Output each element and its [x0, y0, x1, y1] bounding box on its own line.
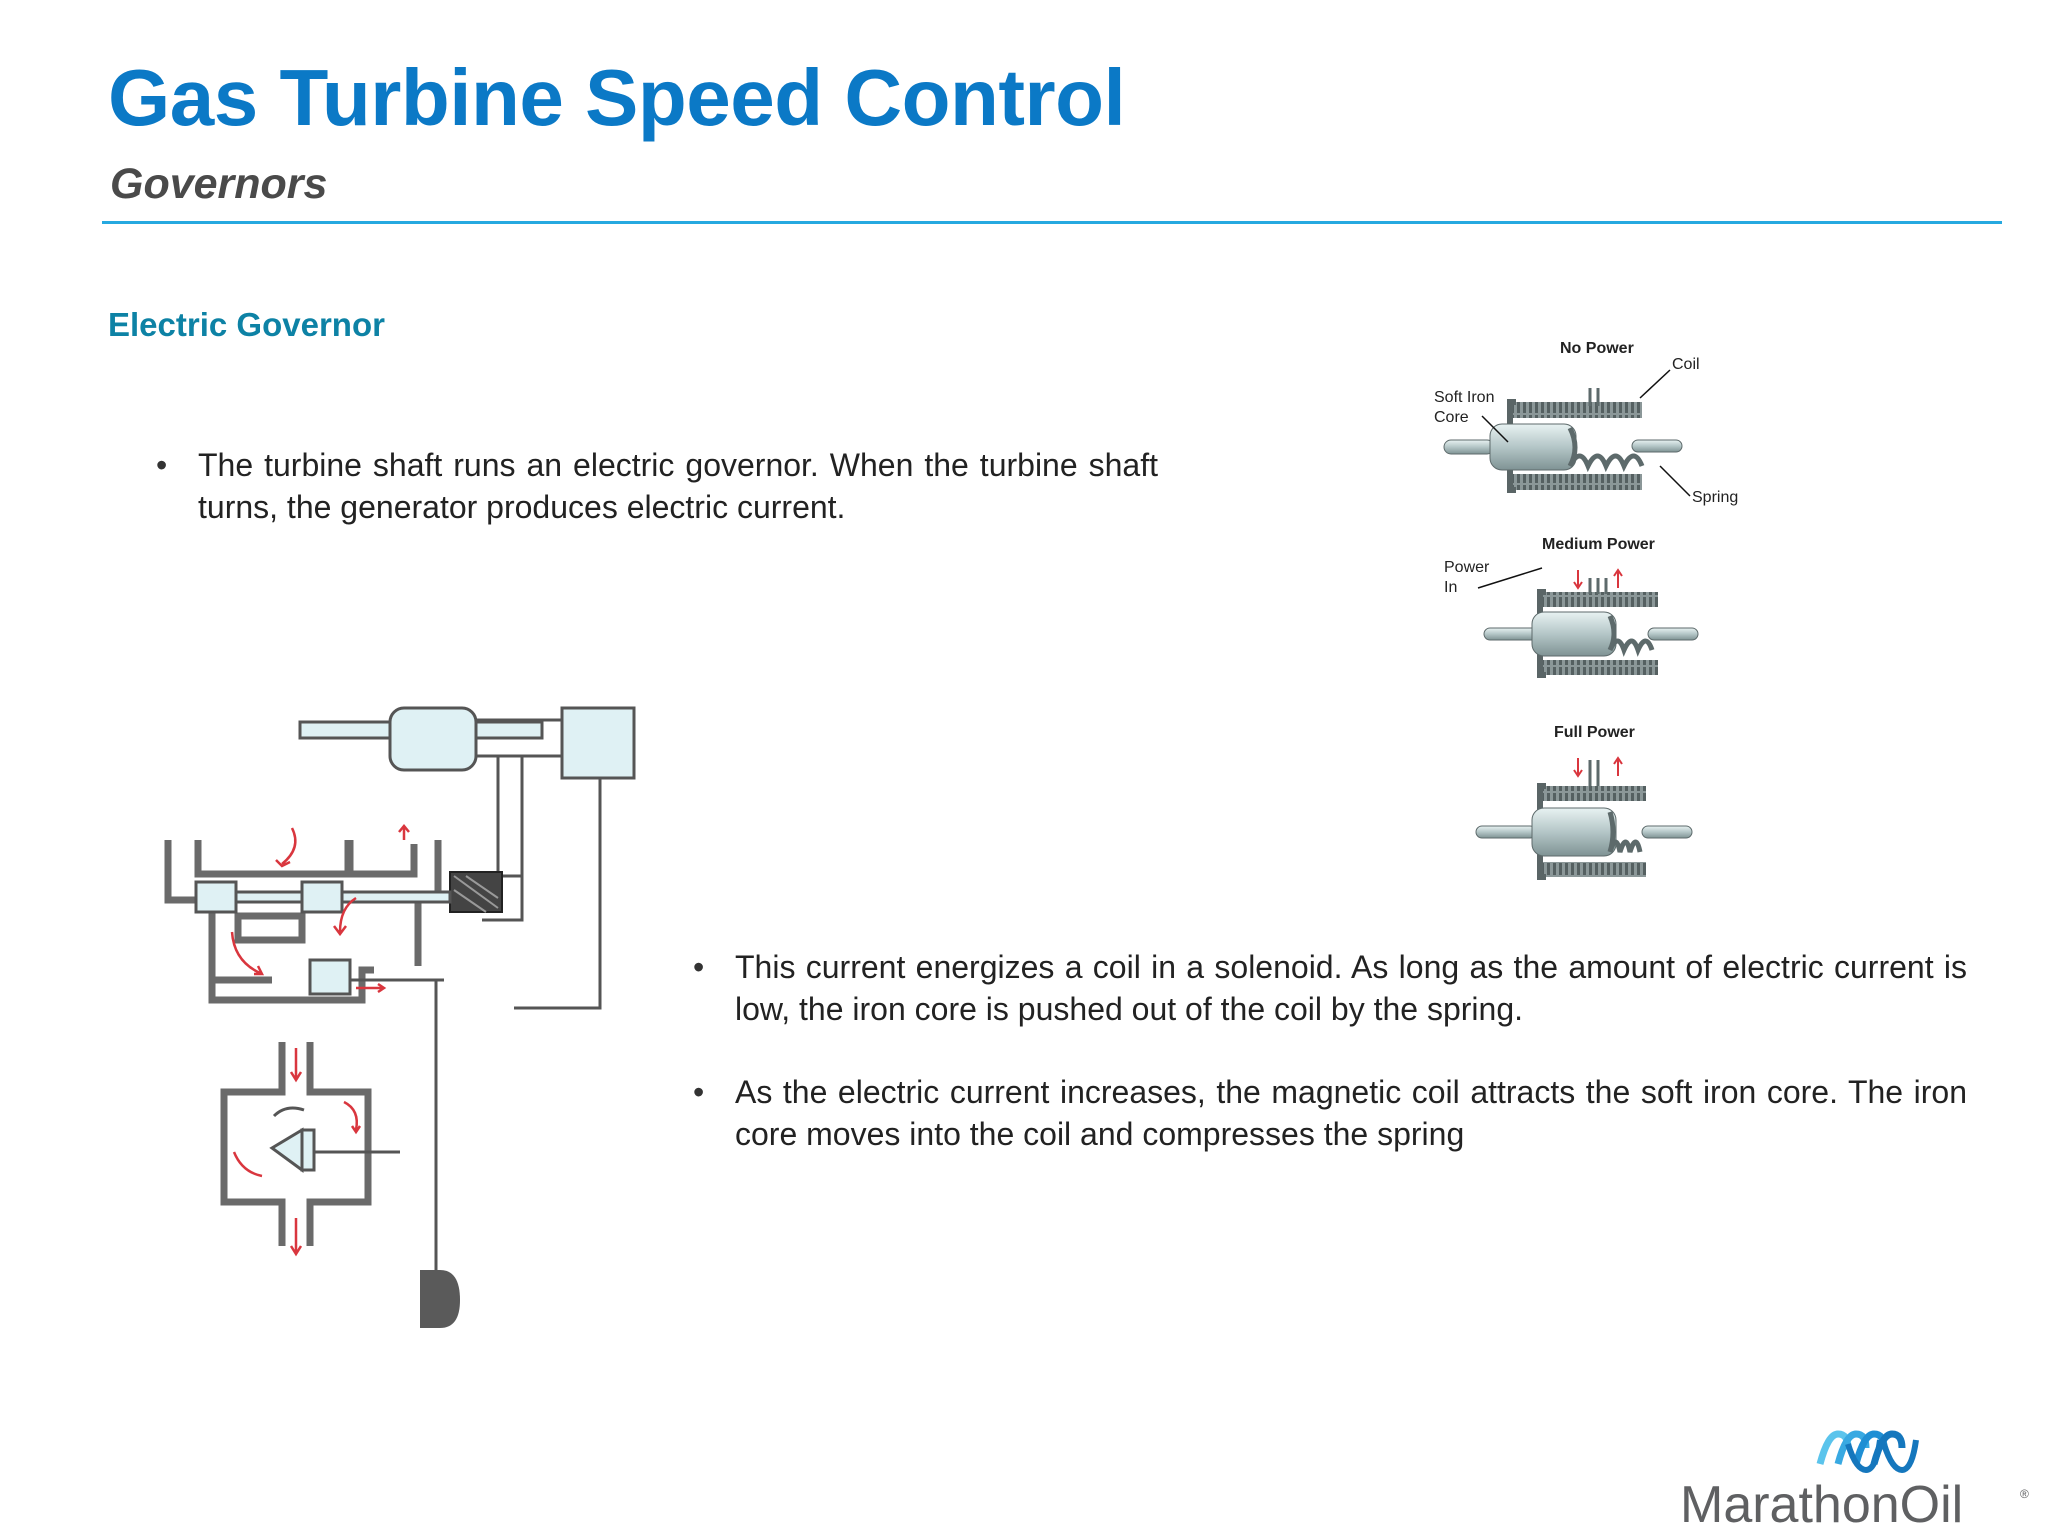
- bullet-list-bottom: This current energizes a coil in a solen…: [693, 946, 1967, 1155]
- label-spring: Spring: [1692, 489, 1738, 506]
- bullet-item: The turbine shaft runs an electric gover…: [156, 444, 1158, 528]
- weight: [420, 1270, 460, 1328]
- bullet-item: As the electric current increases, the m…: [693, 1071, 1967, 1155]
- servo-housing: [164, 840, 442, 1004]
- fuel-valve-disc: [269, 1106, 400, 1173]
- fuel-valve-body: [220, 1042, 372, 1246]
- label-power: Power: [1444, 559, 1490, 576]
- label-in: In: [1444, 579, 1457, 596]
- label-medium-power: Medium Power: [1542, 536, 1655, 553]
- solenoid-medium-power: [1477, 567, 1699, 678]
- bullet-item: This current energizes a coil in a solen…: [693, 946, 1967, 1030]
- title-divider: [102, 221, 2002, 224]
- page-subtitle: Governors: [110, 160, 328, 208]
- solenoid-diagram: No Power Coil Soft Iron Core Spring Medi…: [1434, 340, 1738, 880]
- linkage-rod: [350, 978, 444, 1296]
- generator-assembly: [298, 706, 636, 780]
- logo-wave-mark: [1816, 1430, 1919, 1474]
- label-coil: Coil: [1672, 356, 1700, 373]
- section-heading: Electric Governor: [108, 306, 385, 343]
- label-no-power: No Power: [1560, 340, 1634, 357]
- marathon-oil-logo: MarathonOil ®: [1680, 1430, 2029, 1528]
- solenoid-full-power: [1475, 756, 1693, 880]
- control-solenoid: [449, 871, 503, 913]
- pilot-valve: [194, 880, 452, 996]
- governor-schematic: [164, 706, 636, 1328]
- label-core: Core: [1434, 409, 1469, 426]
- solenoid-no-power: [1443, 369, 1691, 497]
- bullet-list-top: The turbine shaft runs an electric gover…: [156, 444, 1158, 528]
- label-full-power: Full Power: [1554, 724, 1635, 741]
- label-soft-iron: Soft Iron: [1434, 389, 1494, 406]
- page-title: Gas Turbine Speed Control: [108, 53, 1126, 142]
- flow-arrows: [230, 824, 410, 1257]
- logo-text: MarathonOil: [1680, 1476, 1963, 1528]
- logo-registered-mark: ®: [2020, 1487, 2029, 1501]
